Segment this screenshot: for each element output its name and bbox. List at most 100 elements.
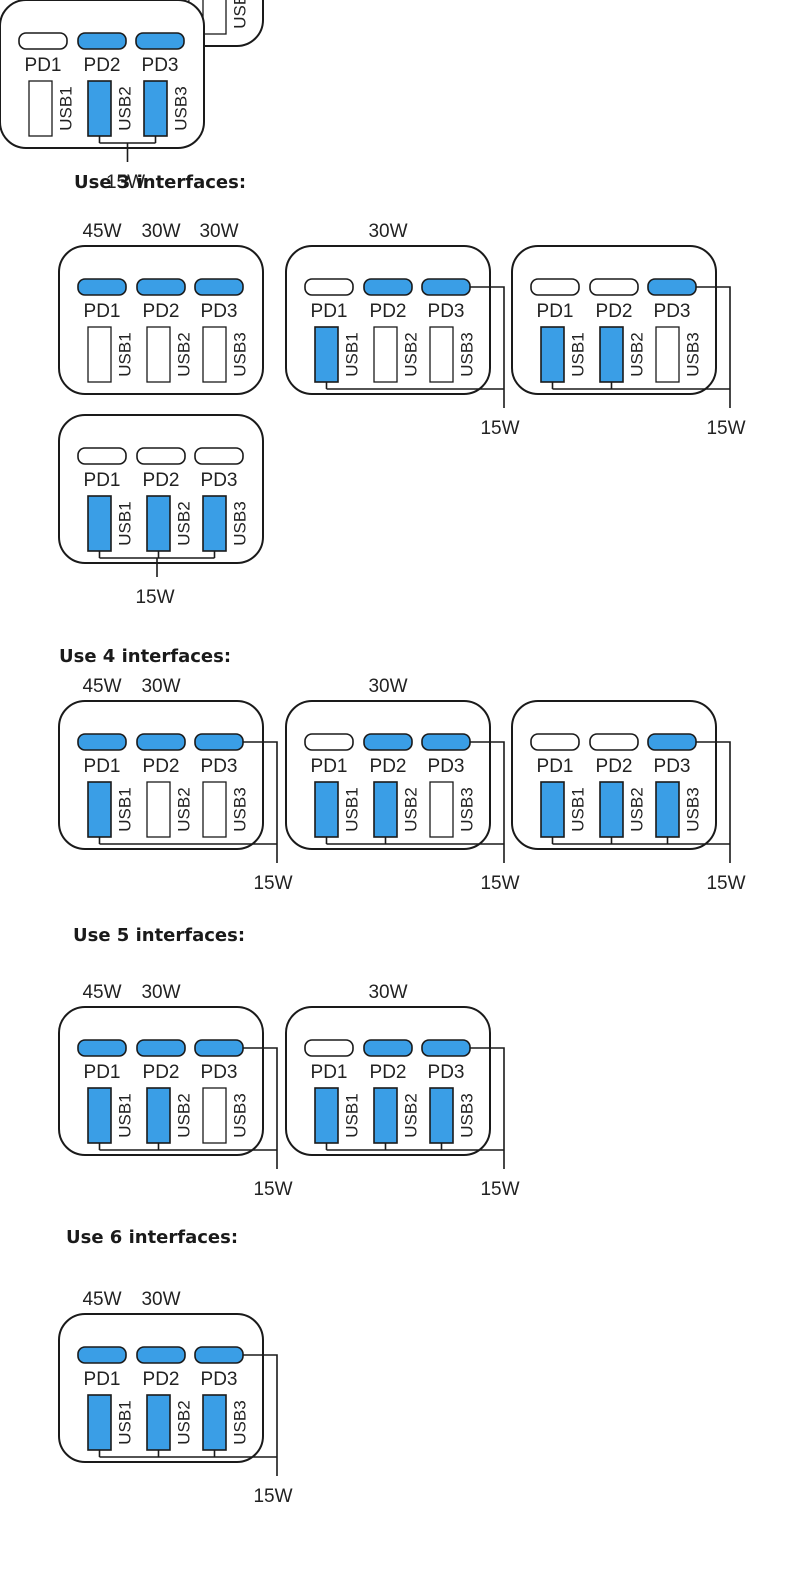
pd-port-label: PD1 xyxy=(311,301,348,322)
top-watt-label: 30W xyxy=(141,1289,180,1310)
usb-port-idle xyxy=(146,326,171,383)
pd-port-label: PD2 xyxy=(370,1062,407,1083)
usb-port-idle xyxy=(655,326,680,383)
usb-port-idle xyxy=(202,1087,227,1144)
usb-port-label: USB3 xyxy=(230,0,249,29)
pd-port-idle xyxy=(77,447,127,465)
pd-port-active xyxy=(194,278,244,296)
top-watt-label: 30W xyxy=(141,982,180,1003)
usb-port-active xyxy=(373,1087,398,1144)
pd-port-label: PD1 xyxy=(84,1062,121,1083)
usb-port-label: USB1 xyxy=(115,332,134,376)
usb-port-label: USB2 xyxy=(401,787,420,831)
usb-port-active xyxy=(143,80,168,137)
pd-port-label: PD1 xyxy=(84,1369,121,1390)
usb-port-active xyxy=(540,326,565,383)
pd-port-label: PD3 xyxy=(201,1369,238,1390)
usb-port-label: USB3 xyxy=(230,787,249,831)
output-watt-label: 15W xyxy=(706,418,745,439)
pd-port-idle xyxy=(304,733,354,751)
pd-port-idle xyxy=(530,733,580,751)
usb-port-idle xyxy=(146,781,171,838)
usb-port-label: USB2 xyxy=(174,1400,193,1444)
usb-port-label: USB1 xyxy=(56,86,75,130)
pd-port-active xyxy=(136,278,186,296)
usb-port-label: USB1 xyxy=(342,1093,361,1137)
output-watt-label: 15W xyxy=(706,873,745,894)
usb-port-label: USB3 xyxy=(457,332,476,376)
usb-port-idle xyxy=(202,0,227,35)
pd3-output-wire xyxy=(470,286,505,408)
output-watt-label: 15W xyxy=(480,418,519,439)
top-watt-label: 45W xyxy=(82,676,121,697)
usb-port-label: USB1 xyxy=(568,787,587,831)
pd-port-active xyxy=(421,278,471,296)
pd-port-label: PD1 xyxy=(537,756,574,777)
pd-port-idle xyxy=(589,733,639,751)
pd-port-label: PD1 xyxy=(84,301,121,322)
usb-port-active xyxy=(314,1087,339,1144)
pd-port-label: PD2 xyxy=(370,756,407,777)
usb-port-active xyxy=(202,495,227,552)
pd-port-label: PD2 xyxy=(143,1062,180,1083)
pd-port-label: PD3 xyxy=(201,470,238,491)
pd-port-active xyxy=(647,278,697,296)
usb-port-label: USB2 xyxy=(174,501,193,545)
usb-port-label: USB1 xyxy=(115,1400,134,1444)
usb-port-label: USB1 xyxy=(115,1093,134,1137)
pd3-output-wire xyxy=(470,1047,505,1169)
pd-port-label: PD1 xyxy=(84,470,121,491)
top-watt-label: 30W xyxy=(141,221,180,242)
pd3-output-wire xyxy=(243,1354,278,1476)
pd3-output-wire xyxy=(696,286,731,408)
usb-port-active xyxy=(314,781,339,838)
usb-port-active xyxy=(87,80,112,137)
pd-port-active xyxy=(77,278,127,296)
usb-port-label: USB2 xyxy=(627,332,646,376)
pd-port-active xyxy=(77,733,127,751)
pd-port-label: PD1 xyxy=(311,756,348,777)
pd-port-active xyxy=(77,32,127,50)
pd-port-label: PD3 xyxy=(142,55,179,76)
pd-port-label: PD2 xyxy=(143,1369,180,1390)
top-watt-label: 30W xyxy=(141,676,180,697)
usb-port-label: USB3 xyxy=(171,86,190,130)
pd-port-active xyxy=(363,278,413,296)
pd-port-idle xyxy=(304,278,354,296)
output-watt-label: 15W xyxy=(253,873,292,894)
usb-port-label: USB1 xyxy=(115,787,134,831)
usb-port-label: USB3 xyxy=(230,1400,249,1444)
top-watt-label: 30W xyxy=(368,676,407,697)
usb-port-label: USB1 xyxy=(115,501,134,545)
pd-port-active xyxy=(136,733,186,751)
usb-port-active xyxy=(146,1394,171,1451)
usb-port-label: USB2 xyxy=(401,1093,420,1137)
pd-port-idle xyxy=(304,1039,354,1057)
output-watt-label: 15W xyxy=(106,172,145,193)
usb-port-active xyxy=(373,781,398,838)
pd-port-active xyxy=(77,1039,127,1057)
pd3-output-wire xyxy=(243,741,278,863)
pd-port-label: PD2 xyxy=(143,470,180,491)
top-watt-label: 30W xyxy=(199,221,238,242)
usb-port-label: USB1 xyxy=(342,787,361,831)
usb-port-label: USB3 xyxy=(230,332,249,376)
pd-port-label: PD2 xyxy=(596,301,633,322)
usb-port-label: USB1 xyxy=(342,332,361,376)
pd-port-label: PD1 xyxy=(537,301,574,322)
usb-port-label: USB3 xyxy=(230,501,249,545)
section-heading: Use 4 interfaces: xyxy=(59,646,231,667)
pd-port-idle xyxy=(18,32,68,50)
usb-port-active xyxy=(87,495,112,552)
pd-port-active xyxy=(647,733,697,751)
pd-port-label: PD2 xyxy=(84,55,121,76)
pd-port-idle xyxy=(530,278,580,296)
pd-port-label: PD2 xyxy=(370,301,407,322)
usb-port-idle xyxy=(202,781,227,838)
usb-port-idle xyxy=(28,80,53,137)
